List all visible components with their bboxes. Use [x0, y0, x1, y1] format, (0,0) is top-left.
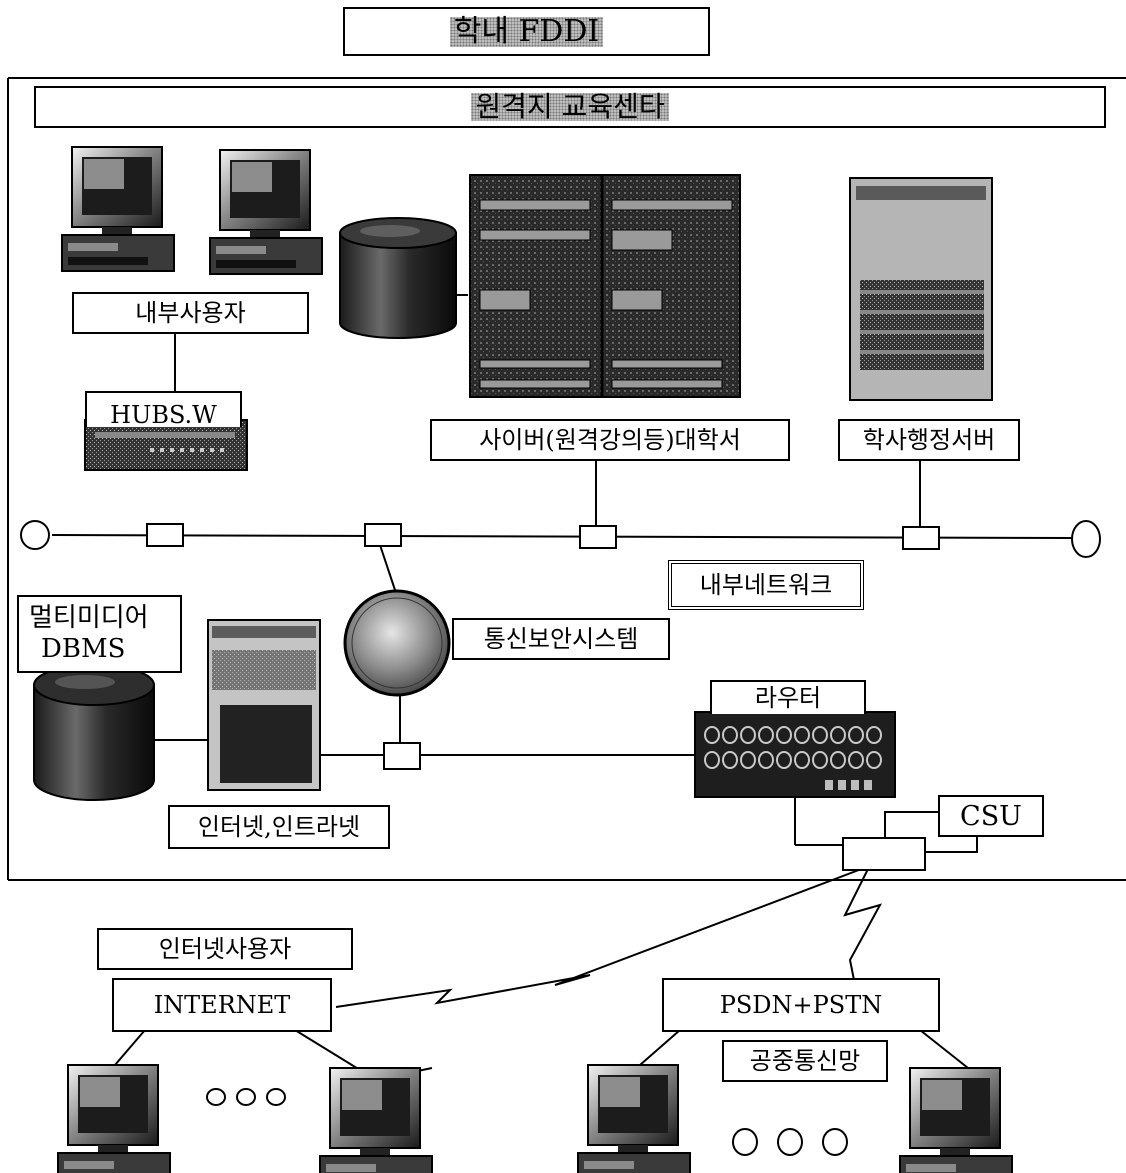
- tower-server-icon: [207, 619, 321, 791]
- public-network-label: 공중통신망: [722, 1040, 888, 1082]
- database-cylinder-icon: [33, 664, 155, 801]
- workstation-icon: [899, 1067, 1013, 1173]
- database-cylinder-icon: [339, 217, 457, 339]
- workstation-icon: [61, 146, 175, 272]
- bus-tap-admin: [902, 526, 940, 550]
- internal-users-label: 내부사용자: [72, 292, 309, 334]
- internet-label: INTERNET: [112, 978, 332, 1032]
- multimedia-dbms-line1: 멀티미디어: [29, 602, 149, 633]
- bus-tap: [146, 523, 184, 547]
- workstation-icon: [209, 149, 323, 275]
- multimedia-dbms-line2: DBMS: [41, 634, 126, 664]
- firewall-globe-icon: [343, 589, 451, 697]
- intranet-label: 인터넷,인트라넷: [168, 805, 390, 849]
- fddi-title: 학내 FDDI: [449, 16, 604, 47]
- hub-label: HUBS.W: [85, 391, 242, 427]
- center-title: 원격지 교육센타: [471, 93, 669, 121]
- admin-server-label: 학사행정서버: [838, 419, 1020, 461]
- hub-switch-icon: [84, 419, 248, 471]
- bus-tap-cyber: [579, 525, 617, 549]
- workstation-icon: [577, 1064, 691, 1173]
- lan-tap: [383, 742, 421, 770]
- bus-tap-security: [364, 523, 402, 547]
- more-dots-icon: [732, 1128, 848, 1156]
- csu-connector-front: [842, 837, 926, 871]
- workstation-icon: [319, 1067, 433, 1173]
- multimedia-dbms-label: 멀티미디어 DBMS: [17, 595, 182, 673]
- bus-terminator-left: [20, 520, 50, 550]
- internal-network-label: 내부네트워크: [668, 560, 864, 610]
- center-title-box: 원격지 교육센타: [34, 86, 1106, 128]
- psdn-pstn-label: PSDN+PSTN: [662, 978, 940, 1032]
- fddi-title-box: 학내 FDDI: [343, 7, 710, 56]
- cyber-server-label: 사이버(원격강의등)대학서: [430, 419, 790, 461]
- bus-terminator-right: [1071, 520, 1101, 558]
- internet-users-label: 인터넷사용자: [97, 928, 353, 970]
- more-dots-icon: [206, 1088, 286, 1106]
- server-rack-icon: [469, 174, 741, 398]
- router-label: 라우터: [710, 680, 866, 714]
- workstation-icon: [57, 1064, 171, 1173]
- security-system-label: 통신보안시스템: [452, 618, 670, 660]
- tower-server-icon: [849, 177, 993, 401]
- csu-label: CSU: [938, 795, 1044, 837]
- router-icon: [694, 711, 896, 798]
